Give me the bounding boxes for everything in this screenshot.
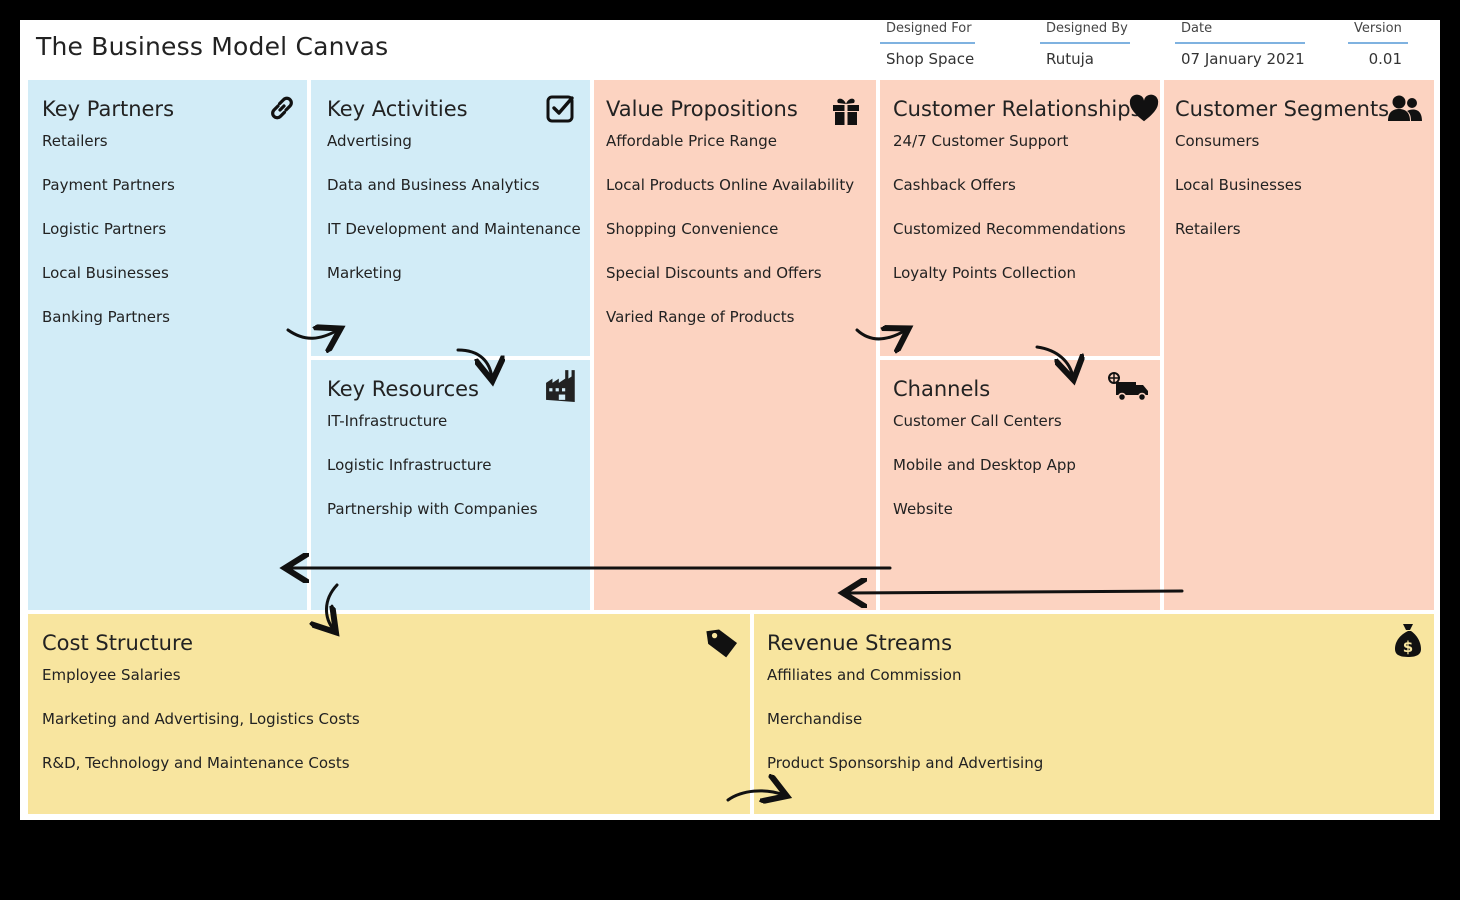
list-item: Shopping Convenience — [606, 220, 779, 238]
customer-relationships-title: Customer Relationships — [893, 97, 1142, 121]
cost-structure-title: Cost Structure — [42, 631, 194, 655]
list-item: Retailers — [1175, 220, 1241, 238]
business-model-canvas: The Business Model Canvas Designed For S… — [20, 20, 1440, 820]
key-partners-title: Key Partners — [42, 97, 175, 121]
list-item: Payment Partners — [42, 176, 175, 194]
list-item: Product Sponsorship and Advertising — [767, 754, 1044, 772]
meta-label: Date — [1175, 20, 1305, 44]
svg-text:$: $ — [1403, 638, 1413, 656]
price-tag-icon — [706, 629, 738, 658]
list-item: Special Discounts and Offers — [606, 264, 822, 282]
meta-date: Date 07 January 2021 — [1175, 20, 1305, 68]
list-item: Local Products Online Availability — [606, 176, 855, 194]
list-item: Advertising — [327, 132, 412, 150]
list-item: Merchandise — [767, 710, 863, 728]
meta-label: Designed For — [880, 20, 975, 44]
list-item: Data and Business Analytics — [327, 176, 540, 194]
key-resources-section: Key Resources IT-Infrastructure Logistic… — [311, 360, 590, 610]
customer-segments-list: Consumers Local Businesses Retailers — [1175, 132, 1434, 264]
list-item: Retailers — [42, 132, 108, 150]
list-item: Banking Partners — [42, 308, 170, 326]
list-item: Website — [893, 500, 953, 518]
meta-value: Shop Space — [886, 50, 975, 68]
list-item: Marketing — [327, 264, 402, 282]
meta-designed-by: Designed By Rutuja — [1040, 20, 1130, 68]
customer-segments-title: Customer Segments — [1175, 97, 1390, 121]
value-propositions-list: Affordable Price Range Local Products On… — [606, 132, 876, 352]
meta-label: Version — [1348, 20, 1408, 44]
list-item: Cashback Offers — [893, 176, 1016, 194]
list-item: Partnership with Companies — [327, 500, 538, 518]
factory-icon — [546, 370, 575, 402]
list-item: IT-Infrastructure — [327, 412, 448, 430]
delivery-truck-icon — [1108, 372, 1148, 402]
page-title: The Business Model Canvas — [36, 32, 389, 61]
heart-icon — [1129, 94, 1159, 122]
list-item: Varied Range of Products — [606, 308, 795, 326]
gift-icon — [833, 98, 859, 125]
list-item: Customer Call Centers — [893, 412, 1062, 430]
customer-relationships-list: 24/7 Customer Support Cashback Offers Cu… — [893, 132, 1160, 308]
list-item: Marketing and Advertising, Logistics Cos… — [42, 710, 360, 728]
list-item: R&D, Technology and Maintenance Costs — [42, 754, 350, 772]
channels-section: Channels Customer Call Centers Mobile an… — [880, 360, 1160, 610]
key-activities-section: Key Activities Advertising Data and Busi… — [311, 80, 590, 356]
list-item: Loyalty Points Collection — [893, 264, 1077, 282]
value-propositions-section: Value Propositions Affordable Price Rang… — [594, 80, 876, 610]
users-icon — [1388, 95, 1422, 121]
money-bag-icon: $ — [1395, 624, 1421, 657]
list-item: Logistic Infrastructure — [327, 456, 492, 474]
channels-list: Customer Call Centers Mobile and Desktop… — [893, 412, 1160, 544]
revenue-streams-title: Revenue Streams — [767, 631, 953, 655]
key-partners-list: Retailers Payment Partners Logistic Part… — [42, 132, 307, 352]
list-item: Logistic Partners — [42, 220, 167, 238]
key-activities-title: Key Activities — [327, 97, 468, 121]
key-activities-list: Advertising Data and Business Analytics … — [327, 132, 590, 308]
revenue-streams-section: Revenue Streams Affiliates and Commissio… — [754, 614, 1434, 814]
meta-designed-for: Designed For Shop Space — [880, 20, 975, 68]
list-item: Local Businesses — [1175, 176, 1302, 194]
key-partners-section: Key Partners Retailers Payment Partners … — [28, 80, 307, 610]
list-item: 24/7 Customer Support — [893, 132, 1069, 150]
checkbox-icon — [546, 95, 574, 123]
cost-structure-list: Employee Salaries Marketing and Advertis… — [42, 666, 750, 798]
meta-value: 07 January 2021 — [1181, 50, 1305, 68]
list-item: Employee Salaries — [42, 666, 181, 684]
list-item: Customized Recommendations — [893, 220, 1126, 238]
key-resources-title: Key Resources — [327, 377, 479, 401]
key-resources-list: IT-Infrastructure Logistic Infrastructur… — [327, 412, 590, 544]
list-item: Mobile and Desktop App — [893, 456, 1076, 474]
cost-structure-section: Cost Structure Employee Salaries Marketi… — [28, 614, 750, 814]
revenue-streams-list: Affiliates and Commission Merchandise Pr… — [767, 666, 1434, 798]
meta-label: Designed By — [1040, 20, 1130, 44]
list-item: Consumers — [1175, 132, 1260, 150]
list-item: IT Development and Maintenance — [327, 220, 581, 238]
customer-segments-section: Customer Segments Consumers Local Busine… — [1164, 80, 1434, 610]
value-propositions-title: Value Propositions — [606, 97, 798, 121]
list-item: Affordable Price Range — [606, 132, 777, 150]
list-item: Affiliates and Commission — [767, 666, 962, 684]
meta-value: Rutuja — [1046, 50, 1095, 68]
link-icon — [271, 96, 293, 120]
channels-title: Channels — [893, 377, 991, 401]
customer-relationships-section: Customer Relationships 24/7 Customer Sup… — [880, 80, 1160, 356]
meta-value: 0.01 — [1368, 50, 1402, 68]
meta-version: Version 0.01 — [1348, 20, 1408, 68]
list-item: Local Businesses — [42, 264, 169, 282]
